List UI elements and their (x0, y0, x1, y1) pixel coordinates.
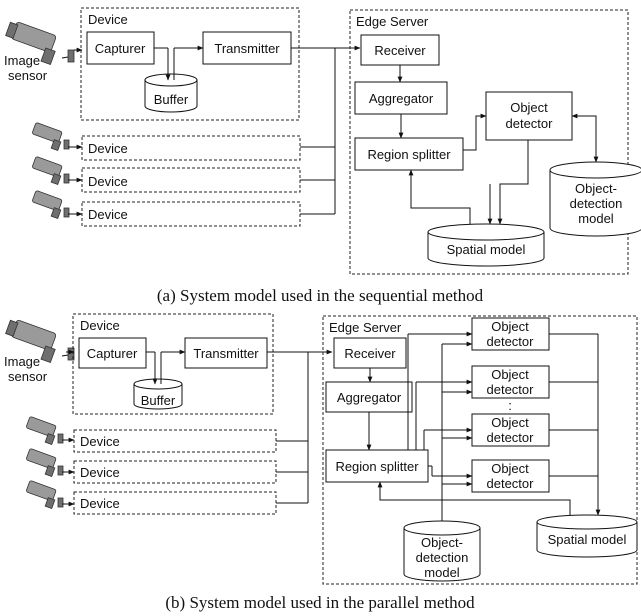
od-model-label: Object- (421, 535, 463, 550)
object-detector-box (485, 91, 573, 141)
device-title: Device (88, 12, 128, 27)
device-row (81, 135, 301, 161)
object-detector-label: Object (491, 367, 529, 382)
buffer-label: Buffer (141, 393, 176, 408)
buffer-cylinder: Buffer (133, 378, 183, 410)
image-sensor-label-line2: sensor (8, 68, 48, 83)
device-title: Device (80, 318, 120, 333)
device-row-label: Device (80, 434, 120, 449)
device-row-label: Device (80, 496, 120, 511)
transmitter-label: Transmitter (214, 41, 280, 56)
device-row-label: Device (80, 465, 120, 480)
region-splitter-box (325, 449, 429, 483)
image-sensor-label-line1: Image (4, 53, 40, 68)
object-detector-label: detector (506, 116, 554, 131)
od-model-label: detection (570, 196, 623, 211)
spatial-model-cylinder: Spatial model (427, 223, 545, 267)
camera-icon (31, 121, 70, 151)
caption-b: (b) System model used in the parallel me… (165, 593, 475, 612)
transmitter-box (202, 31, 292, 65)
edge-server-title: Edge Server (356, 14, 429, 29)
object-detector-label: detector (487, 382, 535, 397)
edge-server-container (322, 315, 638, 585)
spatial-model-label: Spatial model (548, 532, 627, 547)
object-detector-label: Object (491, 461, 529, 476)
diagram-a: Image sensor Device Capturer Transmitter… (4, 7, 641, 305)
object-detector-label: Object (491, 415, 529, 430)
region-splitter-label: Region splitter (367, 147, 451, 162)
camera-icon (31, 189, 70, 219)
edge-server-title: Edge Server (329, 320, 402, 335)
aggregator-label: Aggregator (337, 390, 402, 405)
camera-icon (25, 415, 64, 445)
edge-server-container (349, 9, 629, 275)
object-detection-model-cylinder: Object- detection model (549, 161, 641, 237)
aggregator-box (325, 381, 413, 413)
od-model-label: detection (416, 550, 469, 565)
device-row-label: Device (88, 174, 128, 189)
object-detector-box (471, 413, 550, 447)
diagram-b: Image sensor Device Capturer Transmitter… (4, 313, 638, 612)
camera-icon (31, 155, 70, 185)
od-model-label: model (424, 565, 460, 580)
region-splitter-label: Region splitter (335, 459, 419, 474)
receiver-label: Receiver (374, 43, 426, 58)
od-model-label: model (578, 211, 614, 226)
image-sensor-label-line2: sensor (8, 369, 48, 384)
object-detector-box (471, 317, 550, 351)
capturer-label: Capturer (95, 41, 146, 56)
spatial-model-label: Spatial model (447, 242, 526, 257)
caption-a: (a) System model used in the sequential … (157, 286, 484, 305)
object-detector-label: detector (487, 476, 535, 491)
device-row-label: Device (88, 141, 128, 156)
aggregator-label: Aggregator (369, 91, 434, 106)
camera-icon (25, 447, 64, 477)
camera-icon (25, 479, 64, 509)
image-sensor-label-line1: Image (4, 354, 40, 369)
region-splitter-box (354, 137, 464, 171)
object-detector-label: detector (487, 334, 535, 349)
device-row-label: Device (88, 207, 128, 222)
capturer-label: Capturer (87, 346, 138, 361)
transmitter-box (184, 337, 268, 369)
receiver-box (333, 337, 407, 369)
transmitter-label: Transmitter (193, 346, 259, 361)
spatial-model-cylinder: Spatial model (536, 514, 638, 558)
receiver-box (360, 34, 440, 66)
object-detector-label: Object (510, 100, 548, 115)
receiver-label: Receiver (344, 346, 396, 361)
device-container (72, 313, 274, 415)
od-model-label: Object- (575, 181, 617, 196)
capturer-box (78, 337, 147, 369)
buffer-cylinder: Buffer (144, 73, 198, 113)
object-detector-label: detector (487, 430, 535, 445)
object-detector-label: Object (491, 319, 529, 334)
object-detection-model-cylinder: Object- detection model (403, 520, 481, 582)
buffer-label: Buffer (154, 92, 189, 107)
aggregator-box (354, 81, 448, 115)
ellipsis-mark: : (508, 398, 512, 413)
